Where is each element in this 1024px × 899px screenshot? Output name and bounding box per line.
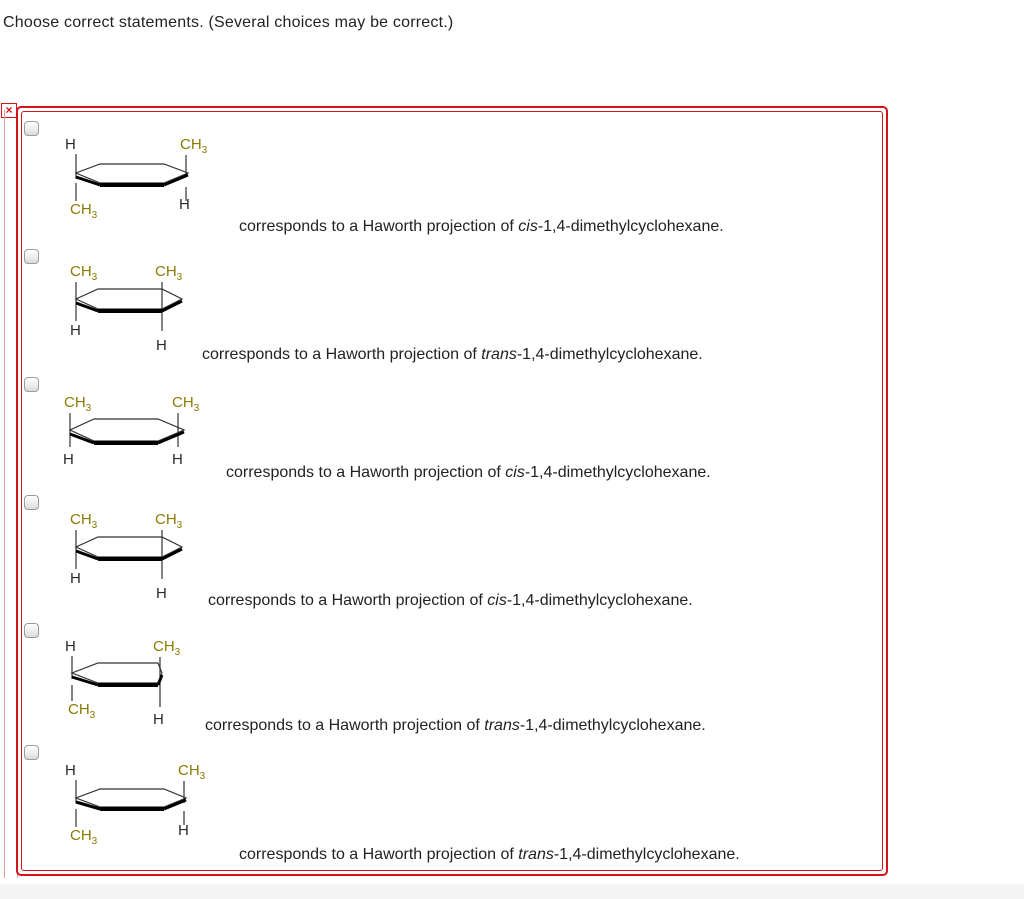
haworth-structure-3: CH3 CH3 H H [58, 377, 218, 487]
substituent-label: H [63, 451, 74, 468]
option-5-statement: corresponds to a Haworth projection of t… [205, 717, 706, 734]
haworth-structure-4: CH3 CH3 H H [58, 495, 218, 605]
substituent-label: H [156, 585, 167, 602]
haworth-ring-icon: H CH3 CH3 H [65, 762, 206, 847]
haworth-ring-icon: H CH3 CH3 H [65, 136, 208, 221]
haworth-structure-2: CH3 CH3 H H [58, 249, 218, 359]
substituent-label: CH3 [155, 511, 183, 531]
substituent-label: CH3 [153, 638, 181, 658]
substituent-label: CH3 [70, 511, 98, 531]
option-1-statement: corresponds to a Haworth projection of c… [239, 218, 724, 235]
substituent-label: H [178, 822, 189, 839]
option-2-checkbox[interactable] [24, 249, 39, 264]
haworth-structure-5: H CH3 CH3 H [58, 623, 218, 733]
option-4-checkbox[interactable] [24, 495, 39, 510]
option-3-statement: corresponds to a Haworth projection of c… [226, 464, 711, 481]
question-prompt: Choose correct statements. (Several choi… [3, 14, 454, 31]
substituent-label: CH3 [68, 701, 96, 721]
substituent-label: H [172, 451, 183, 468]
option-2: CH3 CH3 H H corresponds to a Haworth pro… [0, 249, 900, 369]
substituent-label: CH3 [178, 762, 206, 782]
substituent-label: H [65, 136, 76, 153]
option-4: CH3 CH3 H H corresponds to a Haworth pro… [0, 495, 900, 615]
substituent-label: CH3 [180, 136, 208, 156]
substituent-label: CH3 [70, 827, 98, 847]
option-1: H CH3 CH3 H corresponds to a Haworth pro… [0, 121, 900, 241]
haworth-ring-icon: CH3 CH3 H H [70, 263, 184, 354]
option-5: H CH3 CH3 H corresponds to a Haworth pro… [0, 623, 900, 743]
option-6-checkbox[interactable] [24, 745, 39, 760]
haworth-structure-6: H CH3 CH3 H [58, 745, 218, 855]
haworth-ring-icon: CH3 CH3 H H [63, 394, 200, 468]
substituent-label: H [179, 196, 190, 213]
substituent-label: CH3 [155, 263, 183, 283]
substituent-label: H [65, 638, 76, 655]
haworth-structure-1: H CH3 CH3 H [58, 121, 218, 231]
substituent-label: CH3 [70, 263, 98, 283]
option-3-checkbox[interactable] [24, 377, 39, 392]
option-1-checkbox[interactable] [24, 121, 39, 136]
option-3: CH3 CH3 H H corresponds to a Haworth pro… [0, 377, 900, 497]
option-4-statement: corresponds to a Haworth projection of c… [208, 592, 693, 609]
haworth-ring-icon: H CH3 CH3 H [65, 638, 181, 728]
page-footer-strip [0, 884, 1024, 899]
substituent-label: CH3 [70, 201, 98, 221]
substituent-label: H [65, 762, 76, 779]
haworth-ring-icon: CH3 CH3 H H [70, 511, 184, 602]
answer-box [16, 106, 888, 876]
substituent-label: H [156, 337, 167, 354]
substituent-label: CH3 [172, 394, 200, 414]
option-6: H CH3 CH3 H corresponds to a Haworth pro… [0, 745, 900, 865]
option-6-statement: corresponds to a Haworth projection of t… [239, 846, 740, 863]
substituent-label: H [70, 570, 81, 587]
substituent-label: H [70, 322, 81, 339]
option-2-statement: corresponds to a Haworth projection of t… [202, 346, 703, 363]
substituent-label: H [153, 711, 164, 728]
substituent-label: CH3 [64, 394, 92, 414]
option-5-checkbox[interactable] [24, 623, 39, 638]
